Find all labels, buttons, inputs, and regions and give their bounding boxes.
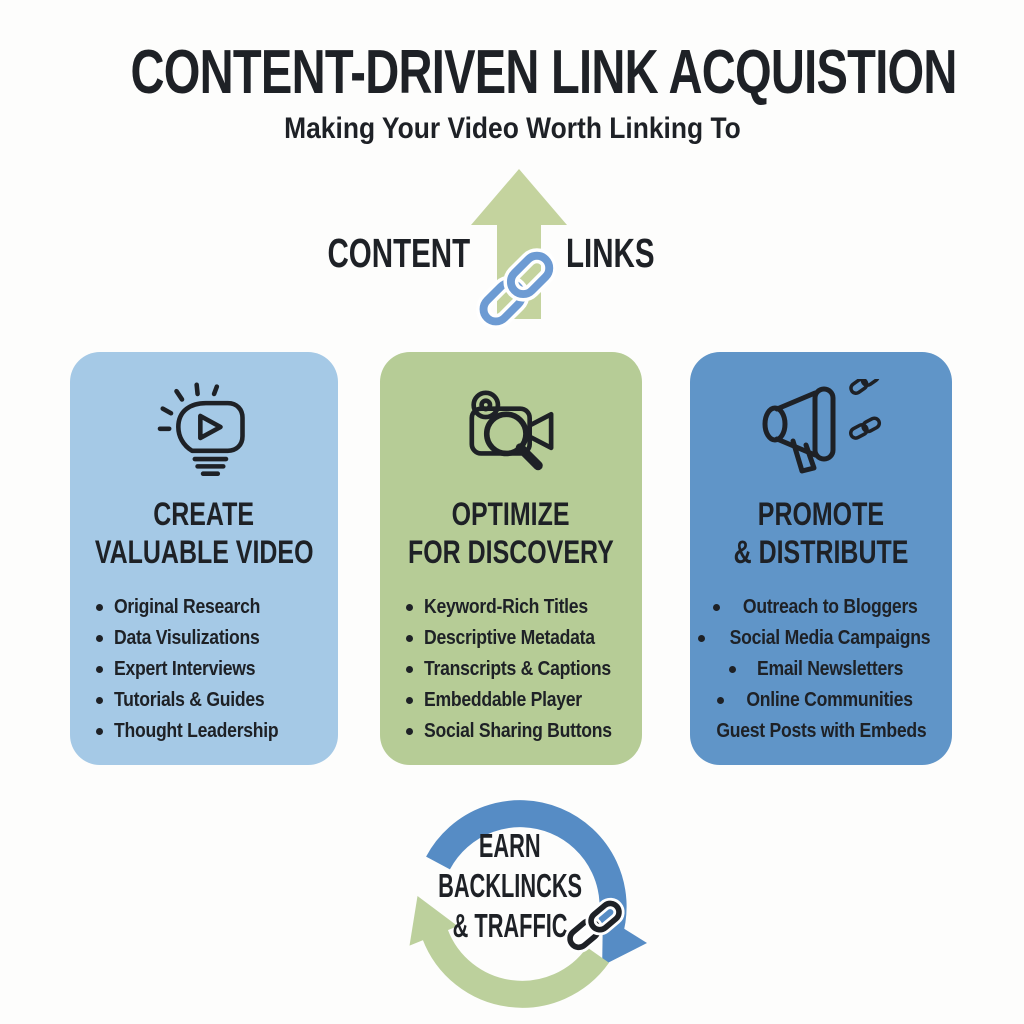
chain-link-icon bbox=[564, 897, 625, 953]
bullet-label: Outreach to Bloggers bbox=[742, 595, 918, 618]
list-item: Thought Leadership bbox=[96, 716, 328, 747]
bullet-label: Social Media Campaigns bbox=[729, 626, 931, 649]
bullet-label: Tutorials & Guides bbox=[114, 688, 265, 711]
bullet-dot bbox=[96, 727, 103, 735]
list-item: Embeddable Player bbox=[406, 685, 632, 716]
bullet-dot bbox=[717, 696, 725, 704]
bullet-label: Data Visulizations bbox=[114, 626, 260, 649]
earn-backlinks-cycle: EARN BACKLINCKS & TRAFFIC bbox=[372, 790, 672, 1022]
bullet-label: Guest Posts with Embeds bbox=[715, 719, 927, 742]
bullet-label: Social Sharing Buttons bbox=[424, 719, 612, 742]
bullet-label: Transcripts & Captions bbox=[424, 657, 611, 680]
bullet-label: Descriptive Metadata bbox=[424, 626, 595, 649]
bullet-dot bbox=[406, 634, 413, 642]
card-promote-distribute: PROMOTE & DISTRIBUTE Outreach to Blogger… bbox=[690, 352, 952, 765]
list-item: Social Media Campaigns bbox=[698, 623, 944, 654]
camera-magnifier-icon bbox=[455, 376, 567, 488]
list-item: Guest Posts with Embeds bbox=[698, 716, 944, 747]
bullet-dot bbox=[728, 665, 736, 673]
bullet-dot bbox=[712, 603, 720, 611]
card-title: CREATE VALUABLE VIDEO bbox=[94, 496, 314, 570]
list-item: Transcripts & Captions bbox=[406, 654, 632, 685]
list-item: Descriptive Metadata bbox=[406, 623, 632, 654]
bullet-dot bbox=[406, 603, 413, 611]
bullet-dot bbox=[698, 634, 706, 642]
page-title: CONTENT-DRIVEN LINK ACQUISTION bbox=[130, 38, 957, 107]
bullet-dot bbox=[406, 727, 413, 735]
list-item: Tutorials & Guides bbox=[96, 685, 328, 716]
list-item: Data Visulizations bbox=[96, 623, 328, 654]
megaphone-chains-icon bbox=[751, 376, 891, 488]
page-subtitle: Making Your Video Worth Linking To bbox=[283, 112, 741, 145]
list-item: Outreach to Bloggers bbox=[698, 592, 944, 623]
bullet-label: Expert Interviews bbox=[114, 657, 256, 680]
card-optimize-for-discovery: OPTIMIZE FOR DISCOVERY Keyword-Rich Titl… bbox=[380, 352, 642, 765]
bullet-dot bbox=[96, 603, 103, 611]
bullet-dot bbox=[96, 696, 103, 704]
list-item: Online Communities bbox=[698, 685, 944, 716]
bullet-dot bbox=[96, 665, 103, 673]
bullet-label: Original Research bbox=[114, 595, 261, 618]
card-bullet-list: Original Research Data Visulizations Exp… bbox=[70, 592, 338, 747]
card-create-valuable-video: CREATE VALUABLE VIDEO Original Research … bbox=[70, 352, 338, 765]
card-bullet-list: Outreach to Bloggers Social Media Campai… bbox=[690, 592, 952, 747]
content-label: CONTENT bbox=[327, 230, 470, 276]
lightbulb-play-icon bbox=[149, 376, 259, 488]
bullet-label: Keyword-Rich Titles bbox=[424, 595, 588, 618]
bullet-label: Email Newsletters bbox=[756, 657, 904, 680]
card-title: OPTIMIZE FOR DISCOVERY bbox=[408, 496, 614, 570]
card-title: PROMOTE & DISTRIBUTE bbox=[733, 496, 909, 570]
up-arrow-icon bbox=[471, 169, 567, 319]
bullet-dot bbox=[96, 634, 103, 642]
chain-link-icon bbox=[476, 248, 557, 329]
cycle-caption: EARN BACKLINCKS & TRAFFIC bbox=[437, 827, 582, 944]
bullet-label: Thought Leadership bbox=[114, 719, 279, 742]
list-item: Expert Interviews bbox=[96, 654, 328, 685]
links-label: LINKS bbox=[566, 230, 655, 276]
list-item: Keyword-Rich Titles bbox=[406, 592, 632, 623]
card-bullet-list: Keyword-Rich Titles Descriptive Metadata… bbox=[380, 592, 642, 747]
bullet-dot bbox=[406, 696, 413, 704]
list-item: Original Research bbox=[96, 592, 328, 623]
list-item: Social Sharing Buttons bbox=[406, 716, 632, 747]
list-item: Email Newsletters bbox=[698, 654, 944, 685]
bullet-label: Embeddable Player bbox=[424, 688, 582, 711]
bullet-label: Online Communities bbox=[746, 688, 914, 711]
bullet-dot bbox=[406, 665, 413, 673]
